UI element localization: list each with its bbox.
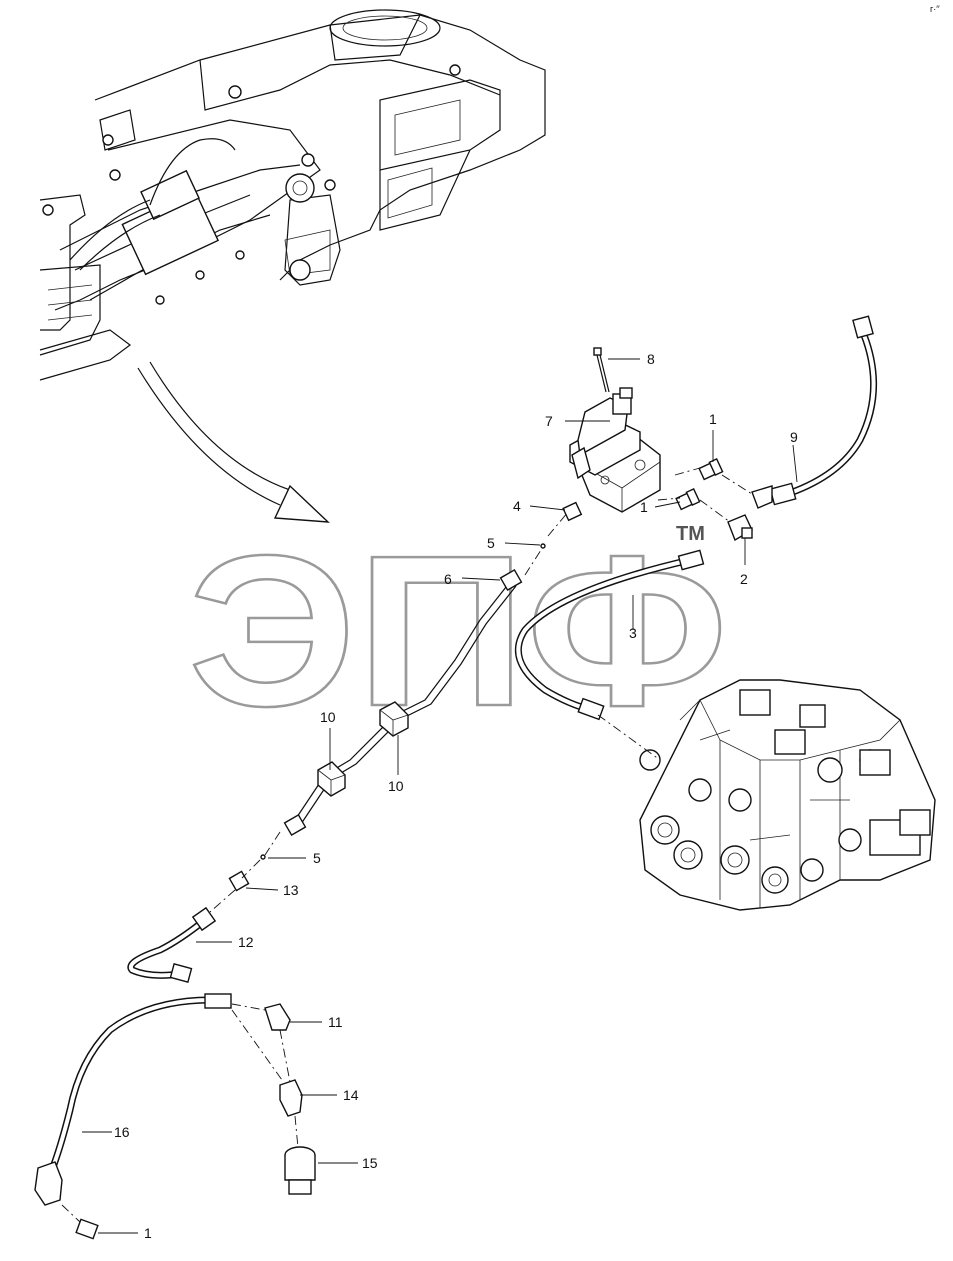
control-valve-block [639,679,936,911]
hose-16 [34,993,232,1206]
callout-2: 2 [740,571,748,587]
callout-10: 10 [388,778,404,794]
washer-5-upper [540,543,546,549]
fitting-1-bottom [75,1218,99,1240]
callout-leaders [82,358,798,1234]
callout-labels: 8 7 1 9 4 1 5 2 6 3 10 10 5 13 12 11 14 … [114,351,798,1241]
callout-14: 14 [343,1087,359,1103]
callout-10: 10 [320,709,336,725]
callout-7: 7 [545,413,553,429]
callout-15: 15 [362,1155,378,1171]
callout-1: 1 [640,499,648,515]
callout-3: 3 [629,625,637,641]
bolt-8 [593,347,610,393]
clamp-10-upper [379,701,409,737]
watermark-trademark: TM [676,523,705,545]
callout-4: 4 [513,498,521,514]
fitting-14 [279,1079,303,1117]
hose-3 [514,549,705,721]
callout-1: 1 [144,1225,152,1241]
callout-1: 1 [709,411,717,427]
watermark-text: ЭПФ [188,510,728,751]
callout-11: 11 [328,1014,343,1030]
callout-16: 16 [114,1124,130,1140]
corner-mark: г·′′ [930,4,940,14]
callout-13: 13 [283,882,299,898]
machine-frame-overview [39,9,546,381]
callout-5: 5 [313,850,321,866]
callout-9: 9 [790,429,798,445]
clamp-10-lower [317,761,346,797]
solenoid-valve [569,387,661,513]
callout-12: 12 [238,934,254,950]
elbow-11 [264,1003,291,1031]
callout-8: 8 [647,351,655,367]
fitting-4 [562,501,583,522]
hose-12 [127,906,217,983]
callout-5: 5 [487,535,495,551]
detail-arrow [137,361,330,523]
elbow-fitting-2 [727,514,753,542]
watermark: ЭПФ TM [187,509,730,753]
fitting-1-upper [698,458,724,481]
connection-lines [61,467,753,1223]
pressure-switch-15 [284,1146,316,1195]
hose-9 [751,315,878,509]
washer-5-lower [260,854,266,860]
fitting-1-middle [675,488,701,511]
callout-6: 6 [444,571,452,587]
